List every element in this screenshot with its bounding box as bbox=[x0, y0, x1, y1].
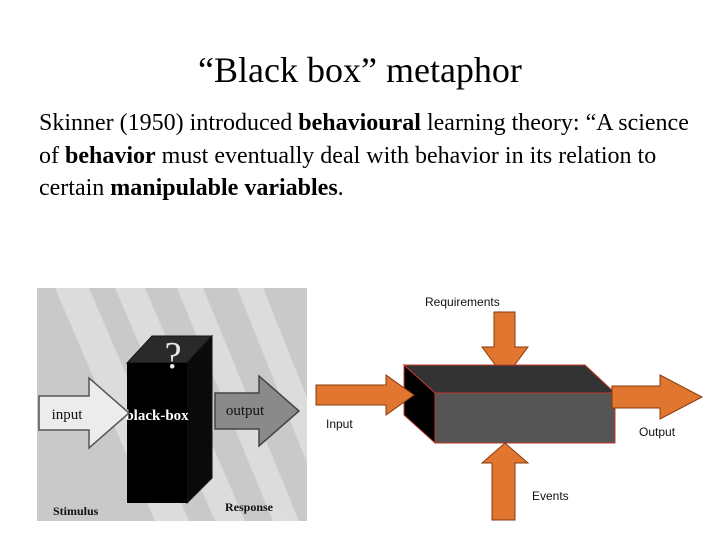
requirements-arrow bbox=[481, 311, 529, 379]
input-arrow bbox=[38, 376, 131, 450]
output-arrow-label: output bbox=[226, 403, 265, 419]
body-text-part: Skinner (1950) introduced bbox=[39, 110, 299, 136]
output-arrow bbox=[611, 374, 704, 420]
body-text-part: learning theory: “A science of bbox=[39, 110, 689, 169]
system-box-top bbox=[402, 364, 617, 394]
body-term-behavioural: behavioural bbox=[298, 110, 421, 136]
question-mark: ? bbox=[165, 335, 182, 377]
input-label: Input bbox=[326, 417, 353, 431]
system-box-front bbox=[434, 392, 616, 444]
system-box-diagram: Requirements Input Output Events bbox=[315, 295, 704, 521]
slide-body-text: Skinner (1950) introduced behavioural le… bbox=[39, 107, 699, 205]
input-arrow bbox=[315, 374, 415, 416]
events-label: Events bbox=[532, 489, 569, 503]
slide-title: “Black box” metaphor bbox=[198, 50, 522, 90]
events-arrow bbox=[480, 442, 530, 521]
body-text-part: must eventually deal with behavior in it… bbox=[39, 142, 657, 202]
response-label: Response bbox=[225, 500, 274, 514]
output-arrow bbox=[214, 374, 301, 448]
stimulus-label: Stimulus bbox=[53, 504, 99, 518]
black-box-label: black-box bbox=[125, 408, 189, 424]
body-term-manipulable-variables: manipulable variables bbox=[110, 175, 338, 201]
stimulus-response-diagram: ? black-box input output Stimulus Respon… bbox=[37, 288, 307, 521]
black-box-side bbox=[186, 334, 213, 505]
black-box-front bbox=[127, 363, 187, 503]
output-label: Output bbox=[639, 425, 676, 439]
body-text-part: . bbox=[337, 175, 344, 201]
body-term-behavior: behavior bbox=[65, 142, 156, 169]
requirements-label: Requirements bbox=[425, 295, 500, 309]
input-arrow-label: input bbox=[52, 407, 84, 423]
